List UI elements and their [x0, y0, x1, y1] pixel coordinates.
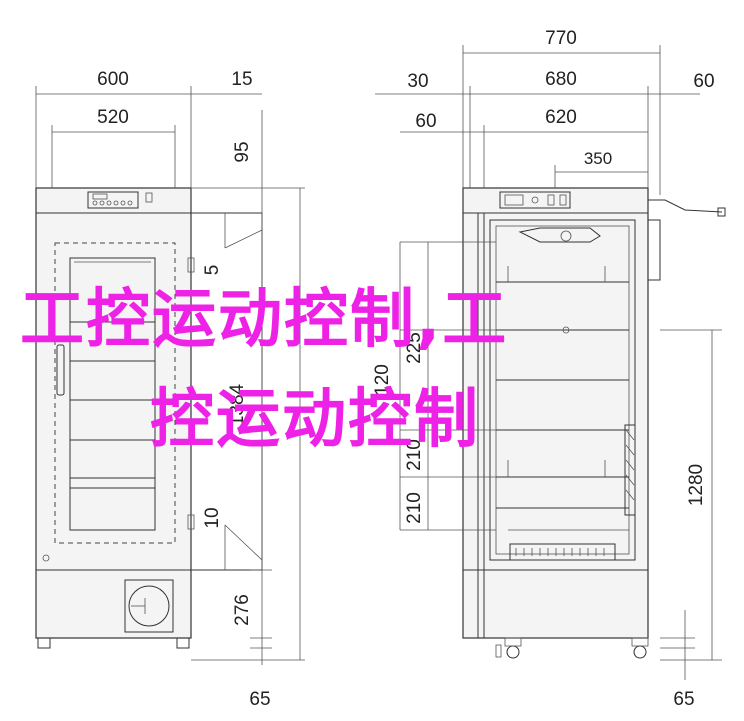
dim-520: 520	[97, 107, 129, 128]
dim-350: 350	[584, 149, 612, 168]
rear-unit	[647, 219, 661, 281]
side-cabinet	[462, 187, 649, 639]
dim-1280: 1280	[686, 464, 707, 506]
lock-icon	[42, 554, 50, 562]
fan-unit	[518, 227, 601, 243]
side-shelves	[496, 266, 629, 531]
control-buttons	[92, 193, 133, 206]
dim-120: 120	[372, 364, 393, 396]
dim-600: 600	[97, 69, 129, 90]
dim-210-a: 210	[404, 439, 425, 471]
side-control-panel	[499, 191, 571, 209]
door-outline	[54, 242, 176, 544]
hinge-top	[187, 257, 195, 273]
side-view	[375, 45, 726, 680]
control-panel	[87, 191, 139, 209]
dim-65-right: 65	[673, 689, 694, 710]
dim-5: 5	[202, 265, 223, 276]
vent-grille	[509, 543, 616, 561]
door-handle	[56, 344, 65, 396]
dimension-labels: 600 520 15 95 5 1384 10 276 65 770 30 68…	[97, 28, 714, 710]
front-cabinet	[35, 187, 192, 639]
dim-10: 10	[202, 507, 223, 528]
power-cord	[648, 199, 723, 213]
dim-620: 620	[545, 107, 577, 128]
vent-slots	[515, 548, 605, 556]
dim-30: 30	[407, 71, 428, 92]
recorder-box	[124, 579, 174, 633]
watermark-line-1: 工控运动控制,工	[20, 283, 509, 357]
recorder-dial	[128, 585, 170, 627]
rear-coil	[624, 424, 636, 516]
dim-60-left: 60	[415, 111, 436, 132]
glass-window	[69, 257, 156, 531]
foot-left	[37, 637, 51, 649]
dim-276: 276	[232, 594, 253, 626]
front-shelves	[70, 321, 155, 489]
dim-65-left: 65	[249, 689, 270, 710]
hinge-bottom	[187, 514, 195, 530]
dim-1384: 1384	[227, 383, 248, 426]
caster-right	[633, 645, 647, 659]
foot-right	[176, 637, 190, 649]
dim-95: 95	[232, 141, 253, 162]
watermark-line-2: 控运动控制	[150, 383, 480, 457]
dim-225: 225	[404, 332, 425, 364]
dim-210-b: 210	[404, 492, 425, 524]
dim-60-right: 60	[693, 71, 714, 92]
dim-770: 770	[545, 28, 577, 49]
dim-680: 680	[545, 69, 577, 90]
front-view	[35, 86, 305, 665]
dim-15: 15	[231, 69, 252, 90]
caster-left	[506, 645, 520, 659]
